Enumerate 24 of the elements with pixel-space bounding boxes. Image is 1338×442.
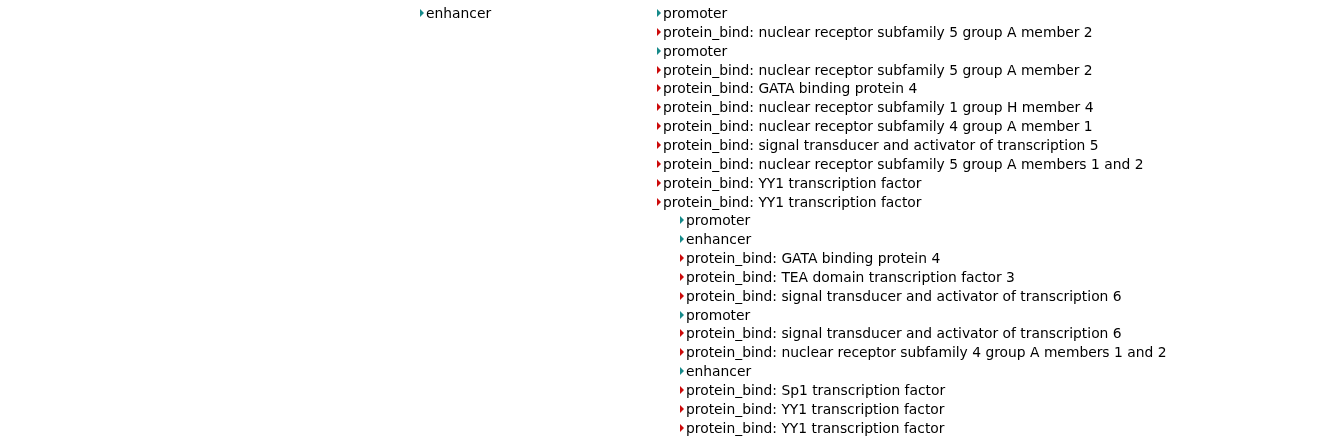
feature-label: promoter [686, 212, 751, 229]
feature-label: protein_bind: GATA binding protein 4 [686, 250, 941, 267]
feature-label: protein_bind: GATA binding protein 4 [663, 80, 918, 97]
feature-label: protein_bind: nuclear receptor subfamily 4 group A member 1 [663, 118, 1093, 135]
feature-label: protein_bind: signal transducer and activator of transcription 6 [686, 287, 1122, 304]
feature-label: protein_bind: signal transducer and activator of transcription 5 [663, 136, 1099, 153]
feature-label: protein_bind: YY1 transcription factor [686, 419, 945, 436]
feature-label: protein_bind: nuclear receptor subfamily 5 group A member 2 [663, 23, 1093, 40]
feature-label: promoter [663, 42, 728, 59]
feature-label: protein_bind: YY1 transcription factor [663, 174, 922, 191]
feature-label: protein_bind: YY1 transcription factor [686, 400, 945, 417]
feature-label: enhancer [686, 231, 752, 248]
feature-label: promoter [663, 5, 728, 21]
feature-label: protein_bind: nuclear receptor subfamily 5 group A members 1 and 2 [663, 155, 1144, 172]
feature-label: promoter [686, 306, 751, 323]
feature-label: protein_bind: nuclear receptor subfamily 5 group A member 2 [663, 61, 1093, 78]
feature-label: protein_bind: Sp1 transcription factor [686, 382, 946, 398]
feature-label: protein_bind: nuclear receptor subfamily 4 group A members 1 and 2 [686, 344, 1167, 361]
feature-label: protein_bind: signal transducer and activator of transcription 6 [686, 325, 1122, 342]
feature-label: protein_bind: YY1 transcription factor [663, 193, 922, 210]
feature-label: protein_bind: TEA domain transcription factor 3 [686, 268, 1015, 285]
feature-label: enhancer [686, 363, 752, 380]
feature-label: protein_bind: nuclear receptor subfamily 1 group H member 4 [663, 99, 1094, 116]
feature-label: enhancer [426, 5, 492, 21]
